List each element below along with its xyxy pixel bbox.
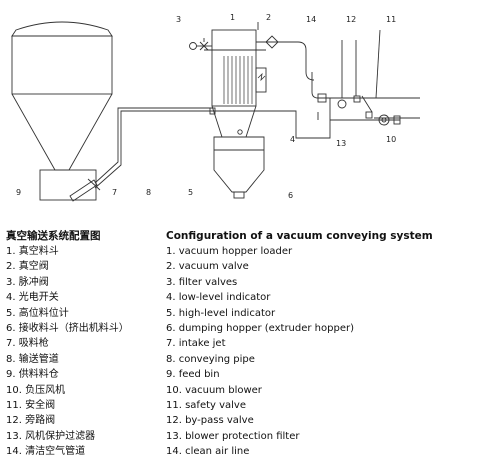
legend-en-item: 4. low-level indicator [166,292,271,304]
legend-en-item: 14. clean air line [166,446,250,458]
feed-bin-silo [11,21,113,201]
callout-5: 5 [188,188,193,197]
callout-11: 11 [386,15,396,24]
callout-3: 3 [176,15,181,24]
legend-cn-item: 4. 光电开关 [6,292,59,304]
dumping-hopper [213,136,265,199]
legend-cn-item: 8. 输送管道 [6,353,59,365]
intake-jet [69,178,101,202]
legend-cn-title: 真空输送系统配置图 [6,230,101,242]
legend-cn-item: 7. 吸料枪 [6,338,49,350]
legend-cn-item: 3. 脉冲阀 [6,276,49,288]
callouts: 1 2 3 4 5 6 7 8 9 10 11 12 13 14 [16,13,396,200]
legend-cn-item: 12. 旁路阀 [6,415,56,427]
blower-group [317,29,420,126]
legend-cn-item: 9. 供料料仓 [6,369,59,381]
callout-4: 4 [290,135,295,144]
legend-en-item: 6. dumping hopper (extruder hopper) [166,322,355,334]
legend-en-title: Configuration of a vacuum conveying syst… [166,230,433,242]
legend-en-list: 1. vacuum hopper loader 2. vacuum valve … [166,244,484,459]
return-pipe [244,98,331,139]
clean-air-line [256,41,330,99]
legend-en-item: 9. feed bin [166,369,220,381]
legend-cn-item: 5. 高位料位计 [6,307,69,319]
filter-pleats [223,56,253,104]
callout-12: 12 [346,15,356,24]
legend-en-item: 11. safety valve [166,399,247,411]
callout-6: 6 [288,191,293,200]
legend-cn-list: 1. 真空料斗 2. 真空阀 3. 脉冲阀 4. 光电开关 5. 高位料位计 6… [6,244,156,459]
legend-cn-item: 1. 真空料斗 [6,246,59,257]
vacuum-hopper-loader [204,29,267,138]
callout-10: 10 [386,135,396,144]
legend-en-item: 12. by-pass valve [166,415,254,427]
callout-2: 2 [266,13,271,22]
legend-cn-item: 14. 清洁空气管道 [6,446,86,458]
vacuum-valve [257,22,279,49]
legend-en-item: 10. vacuum blower [166,384,262,396]
legend-en-item: 8. conveying pipe [166,353,255,365]
legend-en-item: 2. vacuum valve [166,261,249,273]
level-indicators [209,107,243,135]
callout-13: 13 [336,139,346,148]
legend-en-item: 1. vacuum hopper loader [166,246,293,257]
callout-1: 1 [230,13,235,22]
legend-cn-item: 13. 风机保护过滤器 [6,430,96,442]
callout-14: 14 [306,15,316,24]
legend-en-item: 13. blower protection filter [166,430,300,442]
filter-valves [189,38,212,51]
legend-cn-item: 11. 安全阀 [6,399,56,411]
legend-cn-item: 6. 接收料斗（挤出机料斗） [6,322,129,334]
legend-en-item: 7. intake jet [166,338,226,350]
legend-chinese: 真空输送系统配置图 1. 真空料斗 2. 真空阀 3. 脉冲阀 4. 光电开关 … [6,228,156,459]
conveying-pipe [94,107,213,189]
callout-7: 7 [112,188,117,197]
legend-cn-item: 10. 负压风机 [6,384,66,396]
callout-9: 9 [16,188,21,197]
legend-cn-item: 2. 真空阀 [6,261,49,273]
legend-en-item: 3. filter valves [166,276,238,288]
callout-8: 8 [146,188,151,197]
legend-en-item: 5. high-level indicator [166,307,276,319]
legend-english: Configuration of a vacuum conveying syst… [166,228,484,459]
vacuum-conveying-diagram: 1 2 3 4 5 6 7 8 9 10 11 12 13 14 [11,13,420,202]
